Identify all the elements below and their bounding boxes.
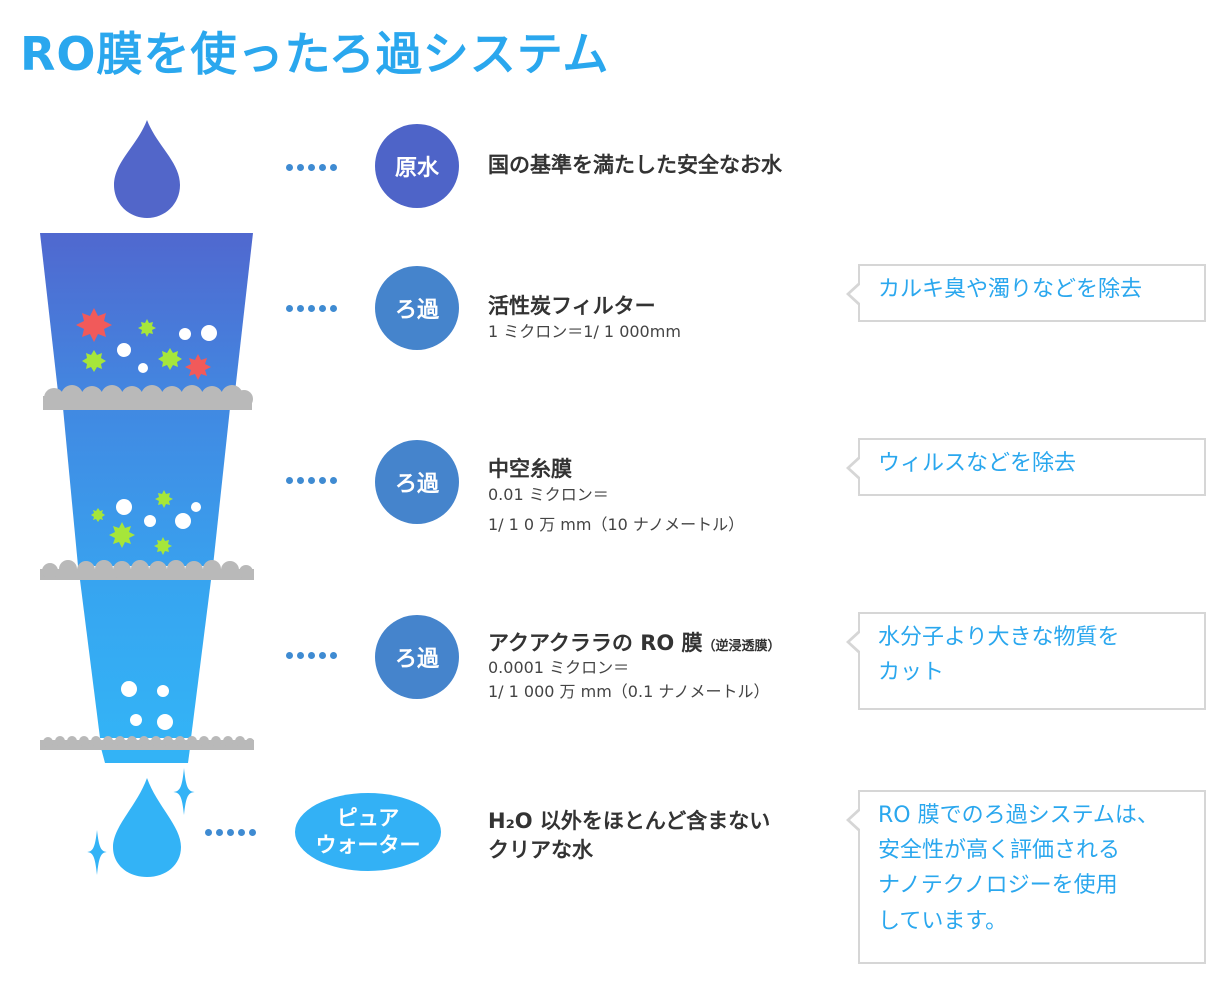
badge-filtration: ろ過 xyxy=(375,440,459,524)
ro-membrane-heading: アクアクララの RO 膜（逆浸透膜） xyxy=(488,627,781,657)
sparkle-icon xyxy=(172,768,196,815)
impurity-green-icon xyxy=(154,537,172,555)
pure-water-heading: H₂O 以外をほとんど含まない xyxy=(488,809,771,833)
connector-dots xyxy=(205,829,256,836)
impurity-green-icon xyxy=(138,319,156,337)
impurity-green-icon xyxy=(82,350,106,372)
connector-dots xyxy=(286,652,337,659)
badge-raw-water: 原水 xyxy=(375,124,459,208)
ro-membrane-title: アクアクララの RO 膜 xyxy=(488,631,703,655)
impurity-red-icon xyxy=(76,308,112,342)
impurity-particles-1 xyxy=(76,308,217,380)
activated-carbon-heading: 活性炭フィルター xyxy=(488,294,656,318)
filter-layer-1 xyxy=(43,385,253,410)
callout-text: RO 膜でのろ過システムは、 xyxy=(878,803,1159,828)
badge-filtration: ろ過 xyxy=(375,266,459,350)
impurity-particles-2 xyxy=(91,490,201,555)
callout-hollow-fiber: ウィルスなどを除去 xyxy=(846,438,1206,496)
water-drop-icon xyxy=(114,120,180,218)
callout-text: 水分子より大きな物質を xyxy=(878,625,1120,650)
badge-pure-line-1: ピュア xyxy=(336,805,400,830)
callout-ro-membrane: 水分子より大きな物質を カット xyxy=(846,612,1206,710)
page-title: RO膜を使ったろ過システム xyxy=(20,27,610,81)
callout-pure-water: RO 膜でのろ過システムは、 安全性が高く評価される ナノテクノロジーを使用 し… xyxy=(846,790,1206,964)
hollow-fiber-spec-2: 1/ 1 0 万 mm（10 ナノメートル） xyxy=(488,515,745,534)
callout-activated-carbon: カルキ臭や濁りなどを除去 xyxy=(846,264,1206,322)
impurity-green-icon xyxy=(109,522,135,548)
ro-membrane-spec-2: 1/ 1 000 万 mm（0.1 ナノメートル） xyxy=(488,682,770,701)
callout-text: カット xyxy=(878,660,945,686)
hollow-fiber-heading: 中空糸膜 xyxy=(488,457,572,481)
connector-dots xyxy=(286,305,337,312)
callout-text: カルキ臭や濁りなどを除去 xyxy=(878,277,1143,302)
filter-layer-2 xyxy=(40,560,254,580)
raw-water-heading: 国の基準を満たした安全なお水 xyxy=(488,153,782,177)
callout-text: 安全性が高く評価される xyxy=(878,838,1121,864)
ro-membrane-note: （逆浸透膜） xyxy=(702,639,781,654)
pure-water-heading-2: クリアな水 xyxy=(488,838,593,862)
connector-dots xyxy=(286,477,337,484)
impurity-red-icon xyxy=(185,354,211,380)
funnel-section-hollow-fiber xyxy=(63,408,230,566)
activated-carbon-spec: 1 ミクロン＝1/ 1 000mm xyxy=(488,322,681,341)
hollow-fiber-spec-1: 0.01 ミクロン＝ xyxy=(488,485,609,504)
filter-layer-3 xyxy=(40,736,254,750)
impurity-green-icon xyxy=(91,508,105,522)
impurity-green-icon xyxy=(155,490,173,508)
water-molecules-3 xyxy=(121,681,173,730)
ro-membrane-spec-1: 0.0001 ミクロン＝ xyxy=(488,658,630,677)
funnel-section-ro-membrane xyxy=(80,580,211,738)
callout-text: ウィルスなどを除去 xyxy=(878,451,1077,476)
connector-dots xyxy=(286,164,337,171)
callout-text: しています。 xyxy=(878,908,1008,934)
callout-text: ナノテクノロジーを使用 xyxy=(878,873,1118,899)
pure-water-drop-icon xyxy=(113,778,181,877)
badge-pure-water: ピュア ウォーター xyxy=(295,793,441,871)
badge-pure-line-2: ウォーター xyxy=(315,833,421,857)
impurity-green-icon xyxy=(158,348,182,370)
sparkle-icon xyxy=(86,830,108,875)
badge-filtration: ろ過 xyxy=(375,615,459,699)
